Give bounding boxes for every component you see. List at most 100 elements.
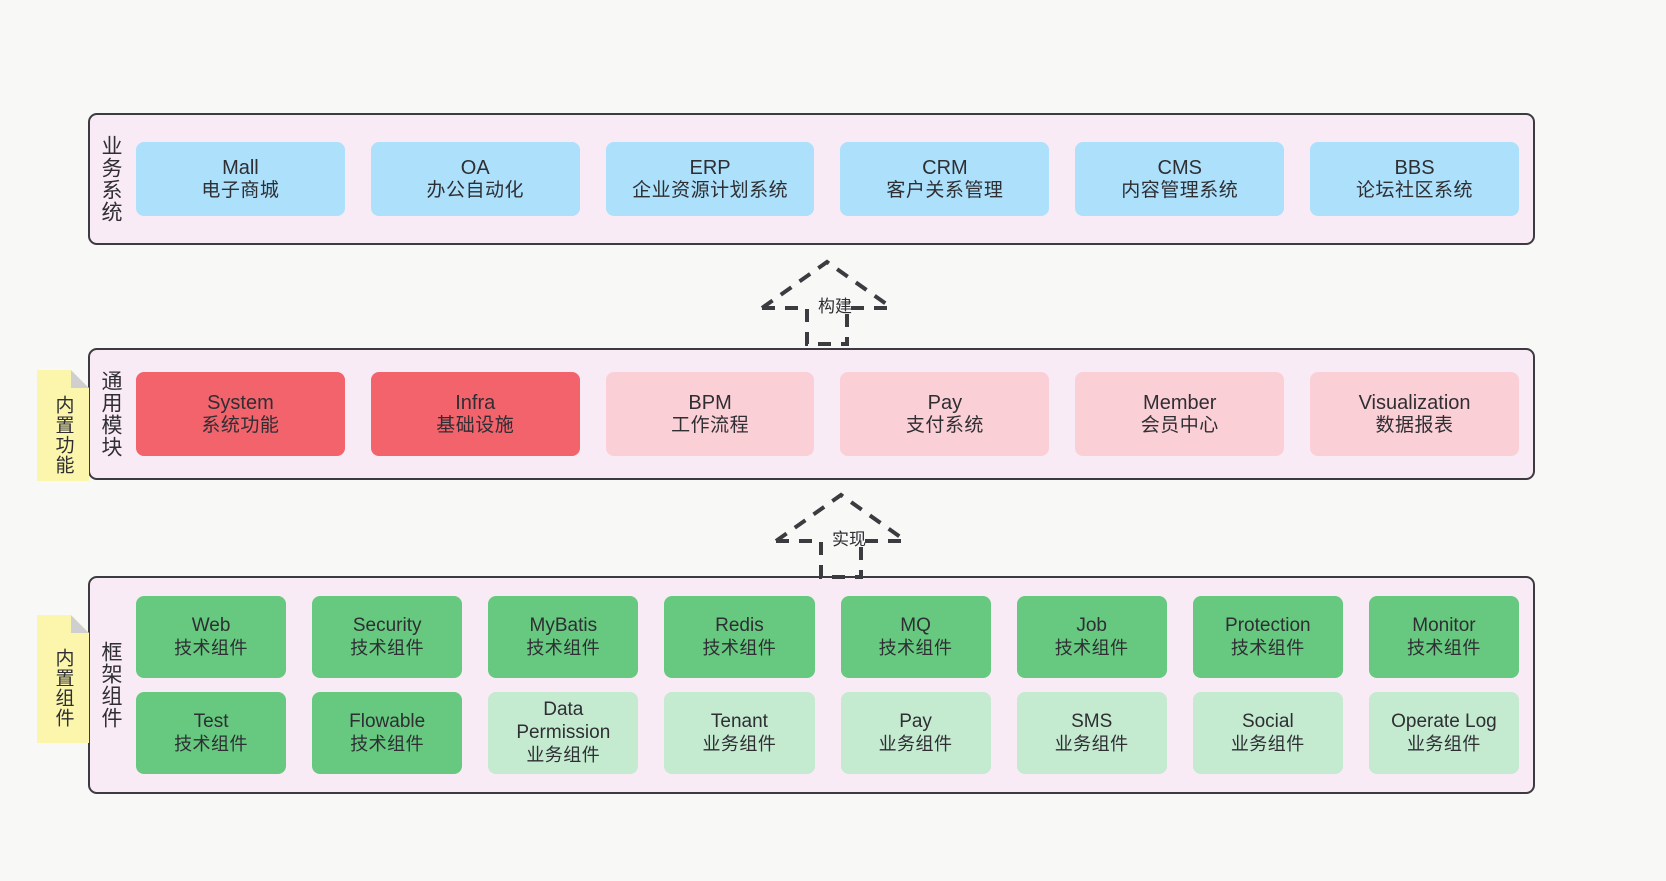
card-infra[interactable]: Infra 基础设施	[370, 372, 580, 456]
card-title-en: Test	[193, 710, 229, 732]
generalization-arrow-build	[752, 256, 902, 348]
card-tenant[interactable]: Tenant 业务组件	[664, 692, 815, 774]
card-title-en: CMS	[1157, 156, 1202, 179]
card-title-en: Security	[352, 614, 422, 636]
card-title-cn: 办公自动化	[426, 179, 524, 201]
card-title-en: Operate Log	[1391, 710, 1497, 732]
card-title-en: Data Permission	[516, 699, 611, 744]
card-title-en: Protection	[1225, 614, 1311, 636]
card-title-cn: 技术组件	[174, 637, 249, 658]
card-title-en: MyBatis	[529, 614, 598, 636]
sticky-note-builtin-features: 内置功能	[37, 370, 89, 481]
card-title-cn: 电子商城	[201, 179, 280, 201]
card-monitor[interactable]: Monitor 技术组件	[1368, 596, 1519, 678]
layer-panel-common: 通用模块 System 系统功能 Infra 基础设施 BPM 工作流程 Pay…	[88, 348, 1535, 480]
card-member[interactable]: Member 会员中心	[1075, 372, 1285, 456]
layer-title-business: 业务系统	[98, 135, 122, 223]
card-cms[interactable]: CMS 内容管理系统	[1075, 142, 1285, 216]
card-erp[interactable]: ERP 企业资源计划系统	[605, 142, 815, 216]
card-sms[interactable]: SMS 业务组件	[1016, 692, 1167, 774]
card-title-cn: 技术组件	[1054, 637, 1129, 658]
card-title-cn: 技术组件	[526, 637, 601, 658]
card-operate-log[interactable]: Operate Log 业务组件	[1368, 692, 1519, 774]
card-title-cn: 业务组件	[1054, 733, 1129, 754]
card-title-en: Social	[1241, 710, 1294, 732]
card-title-en: Infra	[455, 391, 496, 414]
card-data-permission[interactable]: Data Permission 业务组件	[488, 692, 639, 774]
card-title-en: Job	[1076, 614, 1107, 636]
page-fold-icon	[71, 370, 89, 388]
card-title-en: ERP	[689, 156, 731, 179]
connector-label-build: 构建	[818, 297, 852, 316]
card-mybatis[interactable]: MyBatis 技术组件	[488, 596, 639, 678]
card-title-en: Web	[191, 614, 231, 636]
layer-panel-business: 业务系统 Mall 电子商城 OA 办公自动化 ERP 企业资源计划系统 CRM…	[88, 113, 1535, 245]
card-title-en: Member	[1143, 391, 1217, 414]
card-title-en: BPM	[688, 391, 732, 414]
card-social[interactable]: Social 业务组件	[1192, 692, 1343, 774]
card-title-en: Redis	[715, 614, 764, 636]
card-title-cn: 技术组件	[350, 733, 425, 754]
card-title-cn: 内容管理系统	[1121, 179, 1239, 201]
card-title-en: BBS	[1394, 156, 1435, 179]
card-title-cn: 业务组件	[1230, 733, 1305, 754]
card-title-cn: 基础设施	[436, 414, 515, 436]
card-security[interactable]: Security 技术组件	[312, 596, 463, 678]
layer-title-framework: 框架组件	[98, 641, 122, 729]
card-title-cn: 技术组件	[878, 637, 953, 658]
card-title-cn: 业务组件	[1406, 733, 1481, 754]
card-row: Test 技术组件 Flowable 技术组件 Data Permission …	[136, 692, 1519, 774]
card-title-cn: 业务组件	[526, 745, 601, 765]
card-grid-business: Mall 电子商城 OA 办公自动化 ERP 企业资源计划系统 CRM 客户关系…	[130, 115, 1533, 243]
card-title-cn: 技术组件	[174, 733, 249, 754]
card-title-en: System	[207, 391, 274, 414]
connector-label-impl: 实现	[832, 530, 866, 549]
card-mq[interactable]: MQ 技术组件	[840, 596, 991, 678]
card-crm[interactable]: CRM 客户关系管理	[840, 142, 1050, 216]
card-title-cn: 技术组件	[1230, 637, 1305, 658]
card-bpm[interactable]: BPM 工作流程	[605, 372, 815, 456]
card-title-cn: 业务组件	[878, 733, 953, 754]
layer-panel-framework: 框架组件 Web 技术组件 Security 技术组件 MyBatis 技术组件…	[88, 576, 1535, 794]
card-title-cn: 数据报表	[1375, 414, 1454, 436]
card-title-en: Tenant	[710, 710, 768, 732]
card-title-en: Monitor	[1412, 614, 1476, 636]
card-title-cn: 系统功能	[201, 414, 280, 436]
card-title-en: Pay	[899, 710, 932, 732]
card-title-cn: 论坛社区系统	[1356, 179, 1474, 201]
card-job[interactable]: Job 技术组件	[1016, 596, 1167, 678]
page-fold-icon	[71, 615, 89, 633]
card-title-cn: 技术组件	[702, 637, 777, 658]
card-row: Mall 电子商城 OA 办公自动化 ERP 企业资源计划系统 CRM 客户关系…	[136, 142, 1519, 216]
card-title-cn: 客户关系管理	[886, 179, 1004, 201]
sticky-note-builtin-components: 内置组件	[37, 615, 89, 743]
card-title-en: MQ	[900, 614, 931, 636]
card-title-cn: 支付系统	[905, 414, 984, 436]
card-title-cn: 会员中心	[1140, 414, 1219, 436]
card-pay[interactable]: Pay 支付系统	[840, 372, 1050, 456]
card-mall[interactable]: Mall 电子商城	[136, 142, 345, 216]
card-protection[interactable]: Protection 技术组件	[1192, 596, 1343, 678]
card-bbs[interactable]: BBS 论坛社区系统	[1310, 142, 1519, 216]
card-redis[interactable]: Redis 技术组件	[664, 596, 815, 678]
card-title-en: Flowable	[349, 710, 426, 732]
card-title-en: SMS	[1071, 710, 1113, 732]
card-title-en: OA	[460, 156, 490, 179]
card-test[interactable]: Test 技术组件	[136, 692, 287, 774]
card-pay-business[interactable]: Pay 业务组件	[840, 692, 991, 774]
card-row: System 系统功能 Infra 基础设施 BPM 工作流程 Pay 支付系统…	[136, 372, 1519, 456]
card-web[interactable]: Web 技术组件	[136, 596, 287, 678]
card-visualization[interactable]: Visualization 数据报表	[1310, 372, 1519, 456]
card-title-en: Mall	[222, 156, 259, 179]
card-row: Web 技术组件 Security 技术组件 MyBatis 技术组件 Redi…	[136, 596, 1519, 678]
card-title-cn: 企业资源计划系统	[632, 179, 789, 201]
sticky-note-label: 内置功能	[52, 394, 74, 475]
card-grid-framework: Web 技术组件 Security 技术组件 MyBatis 技术组件 Redi…	[130, 578, 1533, 792]
card-flowable[interactable]: Flowable 技术组件	[312, 692, 463, 774]
card-oa[interactable]: OA 办公自动化	[370, 142, 580, 216]
card-system[interactable]: System 系统功能	[136, 372, 345, 456]
card-title-en: CRM	[922, 156, 968, 179]
sticky-note-label: 内置组件	[52, 648, 74, 728]
card-title-cn: 技术组件	[1406, 637, 1481, 658]
